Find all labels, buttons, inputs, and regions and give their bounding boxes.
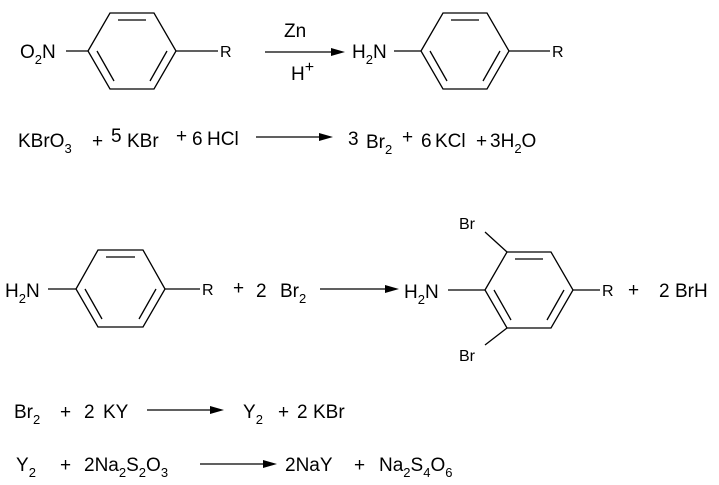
plus-sign: +	[60, 455, 71, 476]
reaction-5-thiosulfate-titration: Y2 + 2Na2S2O3 2NaY + Na2S4O6	[16, 455, 452, 480]
y2-label: Y2	[16, 455, 36, 480]
kcl-label: KCl	[435, 131, 466, 152]
reaction-2-bromine-generation: KBrO3 + 5 KBr + 6 HCl 3 Br2 + 6 KCl + 3H…	[18, 126, 536, 157]
plus-sign: +	[354, 455, 365, 476]
zn-label: Zn	[284, 21, 306, 42]
h-plus-label: H+	[291, 59, 314, 85]
reaction-arrow	[256, 133, 333, 141]
br-bottom-label: Br	[459, 348, 476, 365]
coef-2: 2	[297, 402, 308, 423]
benzene-ring	[420, 12, 510, 90]
plus-sign: +	[476, 131, 487, 152]
r-label: R	[552, 44, 564, 61]
kbr-label: KBr	[127, 131, 159, 152]
reaction-arrow	[200, 460, 277, 468]
h2n-label: H2N	[404, 282, 439, 307]
coef-2: 2	[659, 281, 670, 302]
y2-label: Y2	[243, 402, 263, 427]
r-label: R	[202, 282, 214, 299]
plus-sign: +	[60, 402, 71, 423]
benzene-ring	[75, 249, 166, 328]
br2-label: Br2	[366, 132, 392, 157]
h2n-label: H2N	[5, 281, 40, 306]
o2n-label: O2N	[20, 42, 56, 67]
br2-label: Br2	[280, 281, 306, 306]
plus-sign: +	[233, 278, 244, 299]
r-label: R	[602, 283, 614, 300]
coef-2: 2	[256, 281, 267, 302]
benzene-ring	[87, 12, 177, 90]
kbro3-label: KBrO3	[18, 131, 72, 156]
plus-sign: +	[92, 131, 103, 152]
coef-3: 3	[348, 129, 359, 150]
hcl-label: HCl	[207, 129, 239, 150]
br-top-label: Br	[459, 216, 476, 233]
reaction-1-nitro-reduction: O2N R Zn H+ H2N R	[20, 12, 564, 90]
reaction-arrow	[265, 48, 345, 56]
plus-sign: +	[628, 280, 639, 301]
reaction-4-iodine-release: Br2 + 2 KY Y2 + 2 KBr	[14, 402, 345, 427]
na2s4o6-label: Na2S4O6	[379, 455, 452, 480]
reaction-arrow	[147, 406, 224, 414]
h2n-label: H2N	[352, 42, 387, 67]
nay-label: 2NaY	[285, 455, 333, 476]
benzene-ring	[484, 251, 574, 329]
plus-sign: +	[402, 127, 413, 148]
reaction-arrow	[320, 285, 399, 293]
brh-label: BrH	[675, 281, 708, 302]
na2s2o3-label: 2Na2S2O3	[84, 455, 168, 480]
plus-sign: +	[278, 402, 289, 423]
kbr-label: KBr	[313, 402, 345, 423]
coef-2: 2	[84, 402, 95, 423]
reaction-3-bromination: H2N R + 2 Br2 H2N Br Br R +	[5, 216, 708, 365]
coef-6: 6	[421, 131, 432, 152]
coef-6: 6	[192, 129, 203, 150]
h2o-label: 3H2O	[490, 131, 536, 156]
ky-label: KY	[103, 402, 129, 423]
r-label: R	[220, 44, 232, 61]
br2-label: Br2	[14, 402, 40, 427]
coef-5: 5	[111, 126, 122, 147]
plus-sign: +	[176, 126, 187, 147]
